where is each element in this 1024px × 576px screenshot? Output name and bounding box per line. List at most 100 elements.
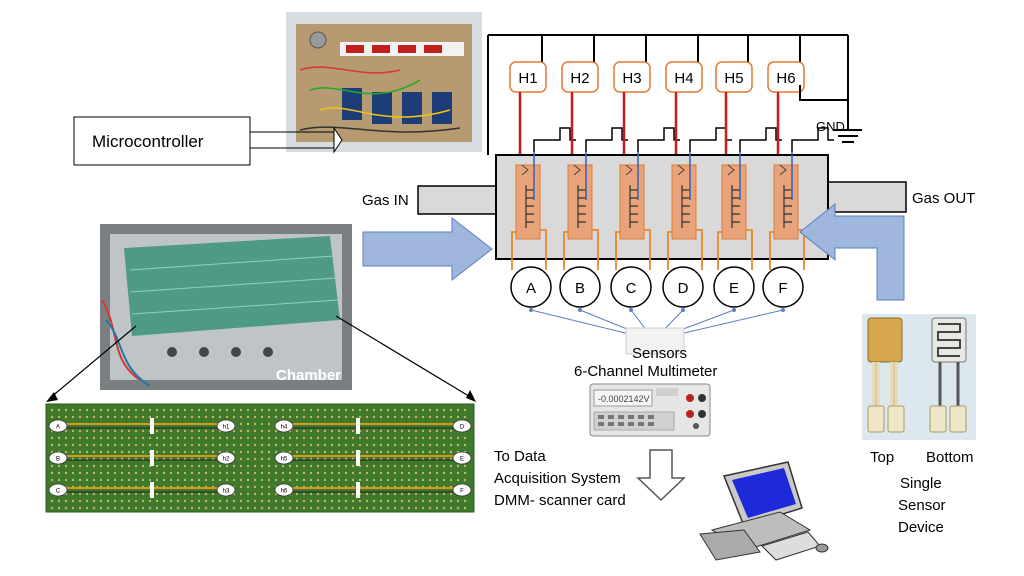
pcb-hole [330,471,334,475]
pcb-hole [267,443,271,447]
pcb-hole [92,408,96,412]
pcb-hole [386,443,390,447]
pcb-hole [92,436,96,440]
pcb-hole [71,429,75,433]
pcb-hole [190,429,194,433]
pcb-hole [442,443,446,447]
pcb-hole [337,408,341,412]
pcb-hole [204,436,208,440]
heater-label: H6 [776,70,795,87]
pcb-hole [435,450,439,454]
pcb-hole [169,471,173,475]
pcb-hole [316,415,320,419]
pcb-hole [288,408,292,412]
pcb-hole [274,464,278,468]
pcb-hole [344,443,348,447]
pcb-sensor-chip [356,418,360,434]
pcb-hole [288,443,292,447]
pcb-hole [435,471,439,475]
pcb-hole [183,436,187,440]
pcb-hole [281,408,285,412]
pcb-hole [323,415,327,419]
pcb-hole [323,429,327,433]
pcb-hole [386,408,390,412]
pcb-hole [64,464,68,468]
microcontroller-pointer [250,126,343,154]
pcb-pad [274,451,294,465]
pcb-hole [197,415,201,419]
pcb-hole [169,499,173,503]
pcb-hole [57,471,61,475]
pcb-hole [134,499,138,503]
pcb-hole [78,450,82,454]
pcb-hole [253,506,257,510]
pcb-hole [302,464,306,468]
pcb-hole [232,429,236,433]
pcb-hole [134,464,138,468]
pcb-hole [183,506,187,510]
sensor-orange-wire [696,229,703,270]
pcb-hole [267,471,271,475]
pcb-hole [204,415,208,419]
heater-label: H3 [622,70,641,87]
pcb-hole [435,506,439,510]
pcb-hole [386,478,390,482]
pcb-hole [281,471,285,475]
pcb-hole [162,450,166,454]
pcb-hole [239,471,243,475]
pcb-hole [85,492,89,496]
pcb-hole [218,415,222,419]
pcb-hole [428,415,432,419]
pcb-hole [232,408,236,412]
pcb-hole [386,471,390,475]
pcb-hole [435,436,439,440]
pcb-hole [421,436,425,440]
pcb-hole [176,506,180,510]
pcb-hole [316,450,320,454]
pcb-hole [295,492,299,496]
pcb-hole [358,499,362,503]
sensor-orange-wire [540,229,547,270]
pcb-hole [414,499,418,503]
pcb-hole [253,429,257,433]
pcb-pad [452,419,472,433]
pcb-hole [78,506,82,510]
pcb-board [45,403,475,513]
pcb-hole [323,443,327,447]
pcb-hole [141,408,145,412]
pcb-hole [421,408,425,412]
pcb-hole [106,429,110,433]
pcb-hole [344,408,348,412]
pcb-hole [421,478,425,482]
pcb-hole [183,408,187,412]
pcb-hole [246,415,250,419]
pcb-hole [295,436,299,440]
pcb-hole [190,464,194,468]
sensor-orange-wire [769,231,774,270]
pcb-hole [85,450,89,454]
pcb-hole [183,478,187,482]
pcb-hole [169,436,173,440]
pcb-hole [351,429,355,433]
pcb-hole [155,443,159,447]
pcb-hole [365,450,369,454]
pcb-hole [204,408,208,412]
pcb-pad [274,419,294,433]
pcb-hole [85,499,89,503]
pcb-hole [379,436,383,440]
pcb-hole [78,471,82,475]
pcb-pad [452,483,472,497]
pcb-hole [386,499,390,503]
pcb-hole [274,436,278,440]
pcb-hole [407,492,411,496]
pcb-hole [50,464,54,468]
pcb-hole [260,471,264,475]
pcb-hole [302,471,306,475]
single-label-1: Single [900,475,942,492]
pcb-hole [393,408,397,412]
pcb-hole [302,499,306,503]
pcb-hole [197,506,201,510]
pcb-hole [183,415,187,419]
pcb-hole [57,443,61,447]
